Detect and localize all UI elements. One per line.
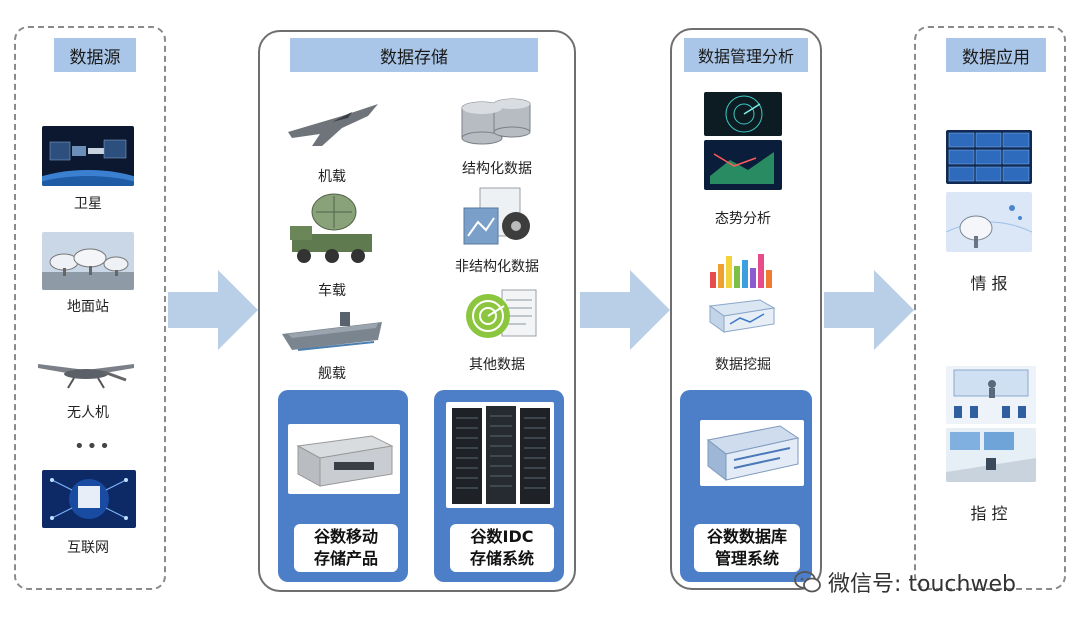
- data-source-title: 数据源: [54, 38, 136, 72]
- analysis-label-mining: 数据挖掘: [715, 357, 771, 373]
- data-analysis-title: 数据管理分析: [684, 38, 808, 72]
- watermark-text: 微信号: touchweb: [828, 572, 1016, 597]
- db-software-box-image: [700, 420, 804, 486]
- carrier-ship-image: [278, 304, 388, 360]
- storage-label-other: 其他数据: [469, 357, 525, 373]
- source-label-satellite: 卫星: [74, 196, 102, 212]
- source-label-drone: 无人机: [67, 405, 109, 421]
- storage-device-image: [288, 424, 400, 494]
- mining-bar-chart-image: [704, 248, 780, 290]
- db-management-line2: 管理系统: [714, 549, 779, 568]
- db-management-line1: 谷数数据库: [706, 527, 787, 546]
- wechat-watermark: 微信号: touchweb: [794, 566, 1016, 598]
- analysis-label-situation: 态势分析: [715, 211, 771, 227]
- unstructured-files-icon: [460, 186, 536, 248]
- data-source-panel: [14, 26, 166, 590]
- intel-satellite-dish-image: [946, 192, 1032, 252]
- source-label-ground-station: 地面站: [67, 299, 109, 315]
- storage-label-structured: 结构化数据: [462, 161, 532, 177]
- flow-arrow-3: [824, 270, 914, 350]
- data-application-title: 数据应用: [946, 38, 1046, 72]
- application-label-command: 指 控: [970, 504, 1008, 523]
- source-label-internet: 互联网: [67, 540, 109, 556]
- idc-storage-system-label: 谷数IDC 存储系统: [450, 524, 554, 572]
- situation-map-image: [704, 140, 782, 190]
- application-label-intel: 情 报: [970, 274, 1008, 293]
- storage-label-vehicle: 车载: [318, 283, 346, 299]
- storage-label-unstructured: 非结构化数据: [455, 259, 539, 275]
- radar-truck-image: [282, 190, 382, 270]
- data-storage-panel: [258, 30, 576, 592]
- mobile-storage-line2: 存储产品: [313, 549, 378, 568]
- database-cylinders-icon: [456, 92, 536, 150]
- mobile-storage-product-label: 谷数移动 存储产品: [294, 524, 398, 572]
- situation-radar-image: [704, 92, 782, 136]
- wechat-logo-icon: [794, 571, 821, 593]
- db-management-system-label: 谷数数据库 管理系统: [694, 524, 800, 572]
- data-storage-title: 数据存储: [290, 38, 538, 72]
- other-data-radar-icon: [462, 280, 542, 344]
- drone-image: [34, 350, 138, 394]
- storage-label-shipborne: 舰载: [318, 366, 346, 382]
- intel-monitor-wall-image: [946, 130, 1032, 184]
- storage-label-airborne: 机载: [318, 169, 346, 185]
- data-application-panel: [914, 26, 1066, 590]
- command-control-room-image: [946, 428, 1036, 482]
- idc-storage-line1: 谷数IDC: [470, 527, 534, 546]
- ground-station-image: [42, 232, 134, 290]
- mining-dashboard-image: [704, 294, 780, 336]
- flow-arrow-2: [580, 270, 670, 350]
- command-meeting-image: [946, 366, 1036, 424]
- satellite-image: [42, 126, 134, 186]
- ellipsis-dots: •••: [74, 436, 112, 457]
- server-rack-image: [446, 402, 554, 508]
- mobile-storage-line1: 谷数移动: [313, 527, 378, 546]
- internet-image: [42, 470, 136, 528]
- fighter-jet-image: [282, 88, 382, 158]
- idc-storage-line2: 存储系统: [469, 549, 534, 568]
- flow-arrow-1: [168, 270, 258, 350]
- data-analysis-panel: [670, 28, 822, 590]
